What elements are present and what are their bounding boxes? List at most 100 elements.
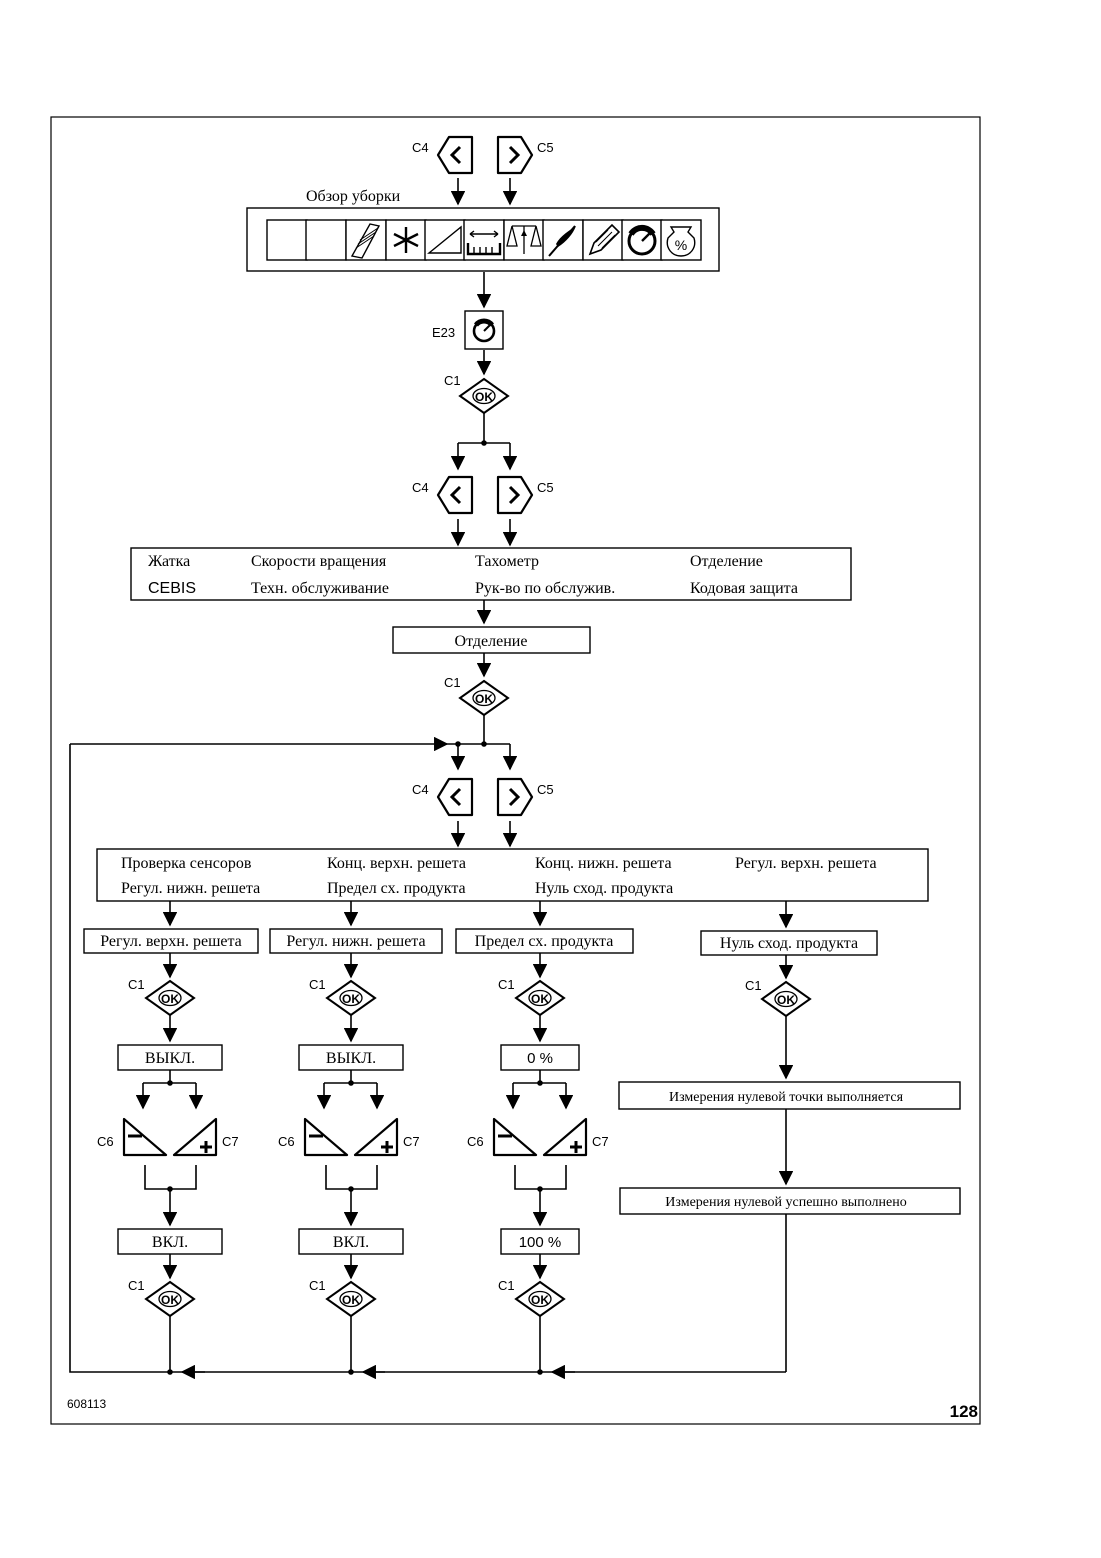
e23-tachometer-button[interactable]: [464, 310, 504, 350]
separation-box: [392, 626, 591, 654]
value-on: ВКЛ.: [152, 1234, 188, 1251]
c1-ok-button[interactable]: OK: [326, 1281, 376, 1317]
c5-right-key[interactable]: C5: [496, 135, 554, 175]
value-min: 0 %: [527, 1050, 553, 1067]
blank-icon[interactable]: [266, 219, 308, 261]
c1-ok-button[interactable]: OK: [145, 1281, 195, 1317]
menu-item-tailings-zero[interactable]: Нуль сход. продукта: [535, 880, 673, 897]
menu-item-sensor-check[interactable]: Проверка сенсоров: [121, 855, 252, 872]
value-off: ВЫКЛ.: [145, 1050, 195, 1067]
c4-left-key[interactable]: C4: [412, 135, 474, 175]
svg-text:OK: OK: [475, 692, 493, 706]
c5-right-key[interactable]: C5: [496, 777, 554, 817]
scale-icon[interactable]: [503, 219, 545, 261]
zero-success-status: Измерения нулевой успешно выполнено: [665, 1195, 906, 1210]
menu-item-upper-sieve-adjust[interactable]: Регул. верхн. решета: [735, 855, 877, 872]
chevron-left-icon: [436, 475, 474, 515]
tachometer-icon: [472, 318, 496, 343]
menu-item-maintenance[interactable]: Техн. обслуживание: [251, 580, 389, 597]
c6-minus-key[interactable]: [303, 1117, 349, 1157]
figure-code: 608113: [67, 1397, 106, 1411]
c1-ok-button[interactable]: OK: [145, 980, 195, 1016]
separation-label: Отделение: [455, 633, 528, 650]
chevron-right-icon: [496, 135, 534, 175]
svg-text:OK: OK: [342, 1293, 360, 1307]
page-number: 128: [950, 1402, 978, 1421]
c1-ok-button[interactable]: OK: [459, 378, 509, 414]
svg-text:C1: C1: [444, 373, 461, 388]
percent-icon[interactable]: %: [660, 219, 702, 261]
svg-text:C4: C4: [412, 140, 429, 155]
c1-ok-button[interactable]: OK: [459, 680, 509, 716]
e23-label: E23: [432, 325, 455, 340]
chevron-right-icon: [496, 475, 534, 515]
menu-item-tachometer[interactable]: Тахометр: [475, 553, 539, 570]
svg-text:OK: OK: [342, 992, 360, 1006]
menu-item-lower-sieve-end[interactable]: Конц. нижн. решета: [535, 855, 672, 872]
width-icon[interactable]: [463, 219, 505, 261]
svg-text:C6: C6: [278, 1134, 295, 1149]
grain-icon[interactable]: [542, 219, 584, 261]
value-off: ВЫКЛ.: [326, 1050, 376, 1067]
c6-minus-key[interactable]: [122, 1117, 168, 1157]
page-frame: [50, 116, 981, 1425]
chevron-right-icon: [496, 777, 534, 817]
c4-left-key[interactable]: C4: [412, 777, 474, 817]
harvest-icon-strip: %: [266, 219, 702, 261]
svg-text:C4: C4: [412, 480, 429, 495]
tachometer-icon[interactable]: [621, 219, 663, 261]
svg-text:C5: C5: [537, 480, 554, 495]
harvest-overview-title: Обзор уборки: [306, 188, 401, 205]
value-on: ВКЛ.: [333, 1234, 369, 1251]
svg-text:OK: OK: [531, 992, 549, 1006]
c7-plus-key[interactable]: [542, 1117, 588, 1157]
svg-text:C5: C5: [537, 140, 554, 155]
branch-title: Нуль сход. продукта: [720, 935, 858, 952]
svg-text:%: %: [675, 237, 687, 253]
menu-item-header[interactable]: Жатка: [148, 553, 190, 570]
svg-text:OK: OK: [777, 993, 795, 1007]
svg-text:C7: C7: [222, 1134, 239, 1149]
svg-text:OK: OK: [475, 390, 493, 404]
ramp-icon[interactable]: [424, 219, 466, 261]
star-icon[interactable]: [385, 219, 427, 261]
menu-item-service-guide[interactable]: Рук-во по обслужив.: [475, 580, 615, 597]
menu-item-speeds[interactable]: Скорости вращения: [251, 553, 387, 570]
chevron-left-icon: [436, 777, 474, 817]
branch-upper-sieve: Регул. верхн. решета C1 OK ВЫКЛ. C6 C7 В…: [83, 928, 259, 1372]
branch-tailings-zero: Нуль сход. продукта C1 OK Измерения нуле…: [618, 930, 961, 1372]
svg-text:C1: C1: [128, 977, 145, 992]
svg-text:C1: C1: [444, 675, 461, 690]
c7-plus-key[interactable]: [172, 1117, 218, 1157]
c1-ok-button[interactable]: OK: [326, 980, 376, 1016]
c7-plus-key[interactable]: [353, 1117, 399, 1157]
c1-ok-button[interactable]: OK: [515, 980, 565, 1016]
c5-right-key[interactable]: C5: [496, 475, 554, 515]
c1-ok-button[interactable]: OK: [515, 1281, 565, 1317]
separation-menu: [96, 848, 929, 902]
zero-measuring-status: Измерения нулевой точки выполняется: [669, 1090, 904, 1105]
c4-left-key[interactable]: C4: [412, 475, 474, 515]
svg-text:C6: C6: [97, 1134, 114, 1149]
menu-item-separation[interactable]: Отделение: [690, 553, 763, 570]
menu-item-code-protection[interactable]: Кодовая защита: [690, 580, 798, 597]
svg-text:C1: C1: [309, 1278, 326, 1293]
c1-ok-button[interactable]: OK: [761, 981, 811, 1017]
main-menu: [130, 547, 852, 601]
header-icon[interactable]: [345, 219, 387, 261]
menu-item-lower-sieve-adjust[interactable]: Регул. нижн. решета: [121, 880, 260, 897]
menu-item-upper-sieve-end[interactable]: Конц. верхн. решета: [327, 855, 466, 872]
svg-text:C5: C5: [537, 782, 554, 797]
branch-title: Предел сх. продукта: [475, 933, 614, 950]
menu-item-cebis[interactable]: CEBIS: [148, 580, 196, 597]
svg-text:OK: OK: [161, 1293, 179, 1307]
svg-text:C7: C7: [592, 1134, 609, 1149]
branch-tailings-limit: Предел сх. продукта C1 OK 0 % C6 C7 100 …: [455, 928, 634, 1372]
c6-minus-key[interactable]: [492, 1117, 538, 1157]
svg-text:C1: C1: [745, 978, 762, 993]
menu-item-tailings-limit[interactable]: Предел сх. продукта: [327, 880, 466, 897]
blank-icon[interactable]: [305, 219, 347, 261]
pencil-icon[interactable]: [582, 219, 624, 261]
svg-text:OK: OK: [161, 992, 179, 1006]
